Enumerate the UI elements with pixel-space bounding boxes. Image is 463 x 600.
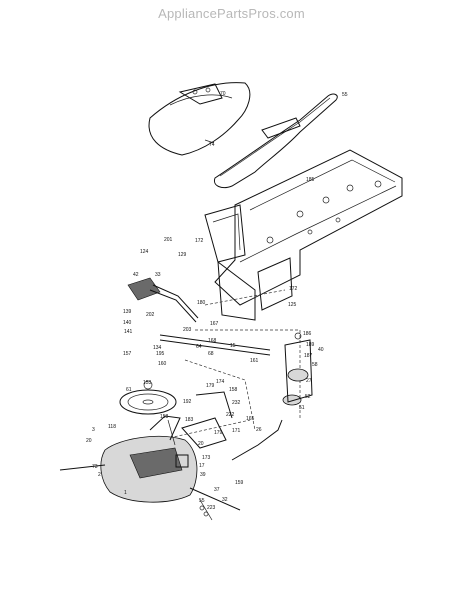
callout-55: 55: [342, 92, 348, 98]
callout-33: 33: [155, 272, 161, 278]
callout-187: 187: [304, 353, 313, 359]
callout-167: 167: [210, 321, 219, 327]
callout-179b: 179: [214, 430, 223, 436]
callout-134: 134: [153, 345, 162, 351]
callout-labels: 70 55 74 185 124 201 172 129 42 33 172 1…: [86, 91, 348, 511]
callout-68: 68: [208, 351, 214, 357]
callout-223: 223: [207, 505, 216, 511]
callout-52: 52: [305, 394, 311, 400]
callout-26: 26: [256, 427, 262, 433]
fender-part: [148, 82, 251, 156]
callout-168: 168: [208, 338, 217, 344]
callout-139: 139: [123, 309, 132, 315]
callout-159: 159: [235, 480, 244, 486]
callout-180: 180: [197, 300, 206, 306]
callout-2: 2: [98, 472, 101, 478]
pedal-part: [127, 277, 271, 356]
callout-61: 61: [126, 387, 132, 393]
callout-232: 232: [232, 400, 241, 406]
callout-189: 189: [306, 342, 315, 348]
belt-part: [213, 93, 338, 189]
callout-192: 192: [183, 399, 192, 405]
callout-58: 58: [312, 362, 318, 368]
idler-part: [282, 332, 313, 406]
callout-165: 165: [246, 416, 255, 422]
callout-124: 124: [140, 249, 149, 255]
callout-183: 183: [185, 417, 194, 423]
linkage-dashes: [159, 289, 301, 441]
callout-186: 186: [303, 331, 312, 337]
callout-202: 202: [146, 312, 155, 318]
callout-15: 15: [230, 343, 236, 349]
callout-222: 222: [226, 412, 235, 418]
callout-201: 201: [164, 237, 173, 243]
callout-173: 173: [202, 455, 211, 461]
callout-51: 51: [299, 405, 305, 411]
callout-64: 64: [196, 344, 202, 350]
callout-39: 39: [200, 472, 206, 478]
callout-174: 174: [216, 379, 225, 385]
callout-158b: 158: [160, 414, 169, 420]
callout-40: 40: [318, 347, 324, 353]
callout-203: 203: [183, 327, 192, 333]
callout-118: 118: [108, 424, 116, 430]
callout-172a: 172: [195, 238, 204, 244]
callout-158: 158: [229, 387, 238, 393]
callout-37: 37: [214, 487, 220, 493]
callout-3: 3: [92, 427, 95, 433]
callout-160: 160: [158, 361, 167, 367]
watermark: AppliancePartsPros.com: [158, 6, 305, 21]
callout-74: 74: [209, 142, 215, 148]
callout-17: 17: [199, 463, 205, 469]
callout-172b: 172: [289, 286, 298, 292]
callout-195: 195: [156, 351, 165, 357]
callout-20: 20: [86, 438, 92, 444]
callout-125: 125: [288, 302, 297, 308]
rod-part: [167, 391, 283, 521]
callout-171: 171: [232, 428, 241, 434]
callout-185: 185: [306, 177, 315, 183]
callout-42: 42: [133, 272, 139, 278]
callout-27: 27: [306, 378, 312, 384]
callout-179: 179: [206, 383, 215, 389]
callout-140: 140: [123, 320, 132, 326]
callout-20b: 20: [198, 441, 204, 447]
callout-73: 73: [92, 464, 98, 470]
callout-1: 1: [124, 490, 127, 496]
callout-153: 153: [143, 380, 152, 386]
callout-32: 32: [222, 497, 228, 503]
pulley-part: [119, 380, 177, 415]
callout-141: 141: [124, 329, 133, 335]
callout-129: 129: [178, 252, 187, 258]
callout-55b: 55: [199, 498, 205, 504]
frame-part: [204, 149, 403, 321]
callout-157: 157: [123, 351, 132, 357]
transaxle-part: [59, 415, 241, 511]
callout-161: 161: [250, 358, 259, 364]
callout-70: 70: [220, 91, 226, 97]
